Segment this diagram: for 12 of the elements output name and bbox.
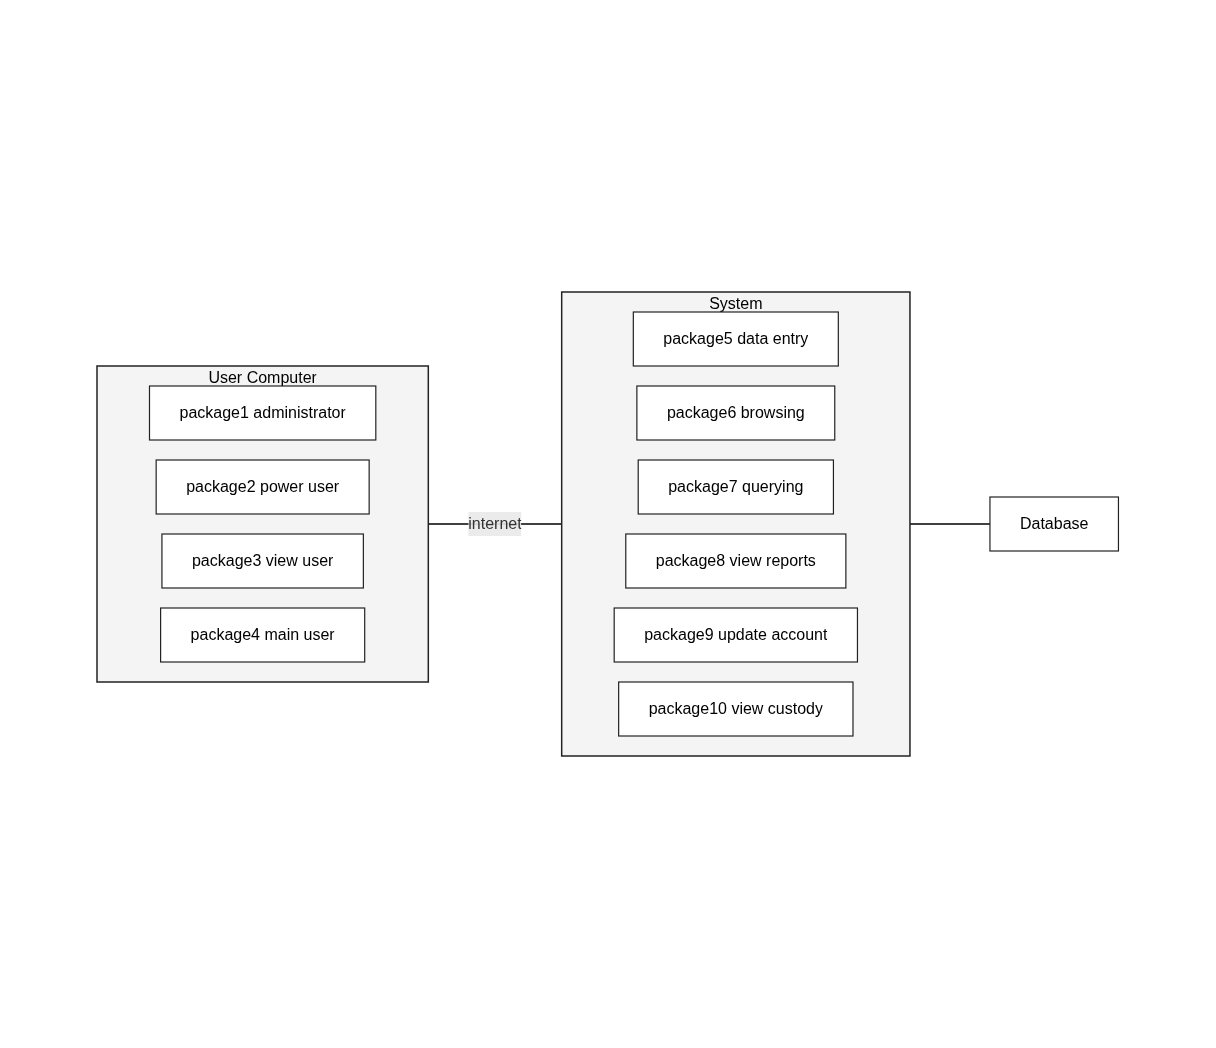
node-box: package1 administrator [149,385,377,441]
node-box: Database [989,496,1120,552]
edge-label: internet [468,515,522,532]
node-box: package6 browsing [636,385,836,441]
node-box: package10 view custody [618,681,854,737]
node-box: package3 view user [161,533,365,589]
node-box: package2 power user [155,459,370,515]
node-box: package5 data entry [633,311,840,367]
node-box: package4 main user [160,607,366,663]
node-box: package9 update account [613,607,859,663]
node-box: package8 view reports [625,533,847,589]
node-box: package7 querying [637,459,835,515]
